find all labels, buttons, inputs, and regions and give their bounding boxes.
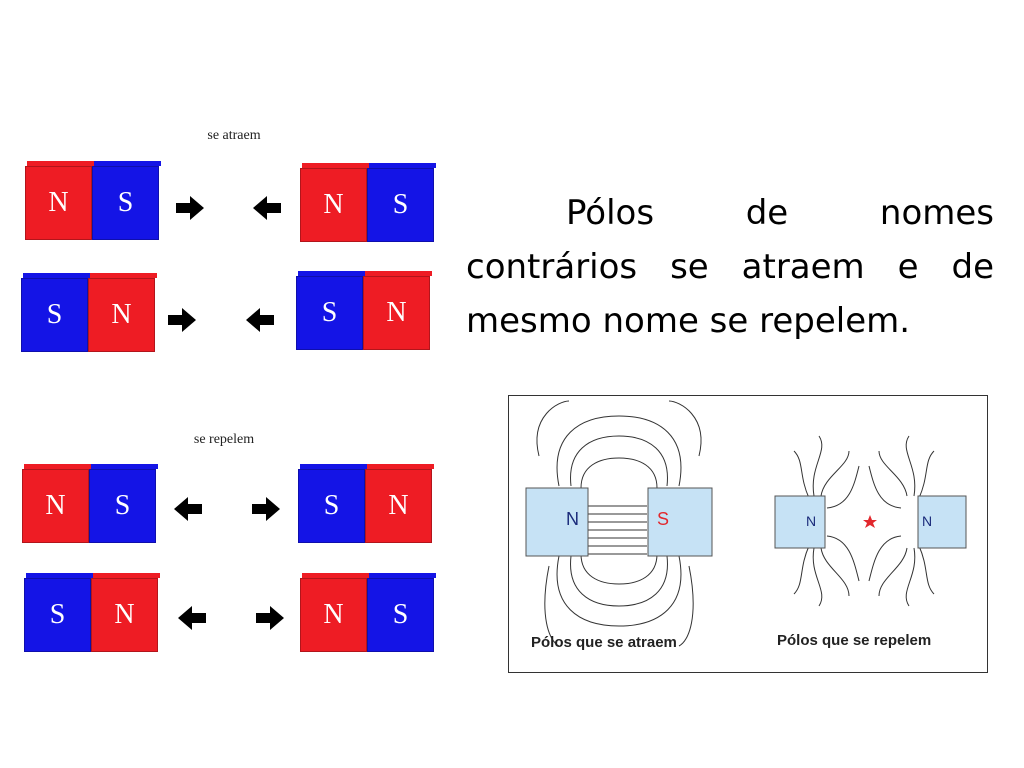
magnet-repel-row2-right: N S <box>300 573 436 652</box>
caption-repel: se repelem <box>193 432 255 447</box>
arrow-right-icon <box>168 308 196 332</box>
figure-pole-n-repel-right: N <box>922 513 933 529</box>
arrow-right-icon <box>256 606 284 630</box>
pole-north: N <box>365 469 432 543</box>
arrow-left-icon <box>178 606 206 630</box>
arrow-left-icon <box>253 196 281 220</box>
arrow-left-icon <box>246 308 274 332</box>
magnet-attract-row1-left: N S <box>25 161 161 240</box>
figure-label-repel: Pólos que se repelem <box>777 632 932 649</box>
pole-south: S <box>92 166 159 240</box>
magnet-repel-row1-right: S N <box>298 464 434 543</box>
pole-south: S <box>298 469 365 543</box>
magnet-repel-row2-left: S N <box>24 573 160 652</box>
pole-south: S <box>89 469 156 543</box>
field-lines-diagram <box>525 400 967 647</box>
magnet-repel-row1-left: N S <box>22 464 158 543</box>
field-lines-figure: N S N N Pólos que se atraem Pólos que se… <box>508 395 988 673</box>
pole-north: N <box>88 278 155 352</box>
explanation-text: Pólos de nomes contrários se atraem e de… <box>466 193 994 341</box>
magnet-attract-row2-left: S N <box>21 273 157 352</box>
caption-attract: se atraem <box>207 128 261 143</box>
arrow-right-icon <box>176 196 204 220</box>
figure-pole-s-left: S <box>657 509 670 529</box>
magnet-attract-row1-right: N S <box>300 163 436 242</box>
pole-south: S <box>296 276 363 350</box>
pole-south: S <box>24 578 91 652</box>
neutral-point-icon <box>863 515 877 528</box>
pole-north: N <box>91 578 158 652</box>
arrow-left-icon <box>174 497 202 521</box>
magnet-attract-row2-right: S N <box>296 271 432 350</box>
figure-pole-n-repel-left: N <box>806 513 817 529</box>
pole-north: N <box>363 276 430 350</box>
pole-north: N <box>300 168 367 242</box>
pole-south: S <box>21 278 88 352</box>
arrow-right-icon <box>252 497 280 521</box>
pole-north: N <box>25 166 92 240</box>
pole-south: S <box>367 168 434 242</box>
figure-pole-n-left: N <box>566 509 579 529</box>
pole-south: S <box>367 578 434 652</box>
figure-label-attract: Pólos que se atraem <box>531 634 677 651</box>
pole-north: N <box>300 578 367 652</box>
pole-north: N <box>22 469 89 543</box>
